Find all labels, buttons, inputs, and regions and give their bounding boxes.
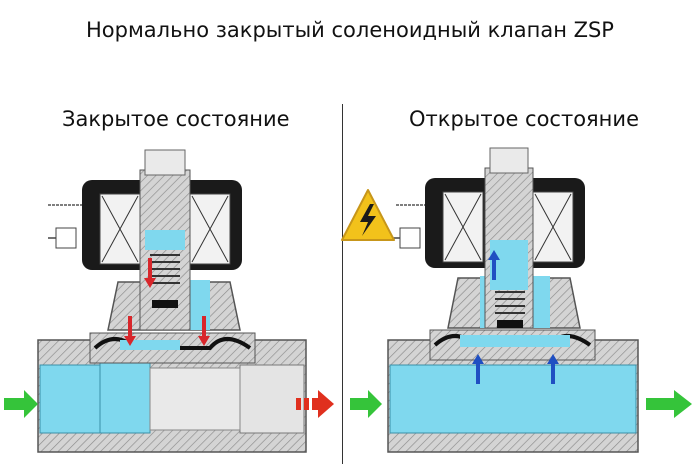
closed-valve [4,149,334,453]
divider-line [342,104,343,464]
open-valve-water [389,364,637,434]
open-state-label: Открытое состояние [409,107,639,131]
open-outflow-arrow [646,390,692,418]
open-inflow-arrow [350,390,382,418]
closed-outlet-dry [239,364,305,434]
closed-state-label: Закрытое состояние [62,107,290,131]
open-valve [341,147,692,453]
warning-high-voltage-icon [341,189,395,241]
closed-inflow-arrow [4,390,38,418]
closed-blocked-outflow-arrow [296,390,334,418]
diagram-title: Нормально закрытый соленоидный клапан ZS… [86,18,614,42]
